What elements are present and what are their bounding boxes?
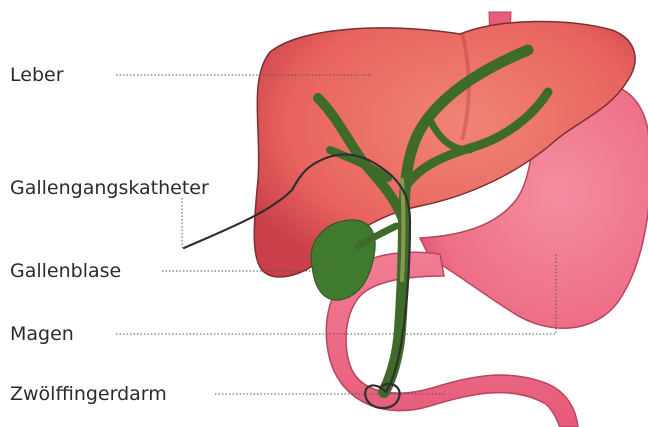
label-magen: Magen [10,325,74,344]
label-gallenblase: Gallenblase [10,262,121,281]
label-leber: Leber [10,66,64,85]
label-zwoelffingerdarm: Zwölffingerdarm [10,385,167,404]
label-gallengangskatheter: Gallengangskatheter [10,179,209,198]
